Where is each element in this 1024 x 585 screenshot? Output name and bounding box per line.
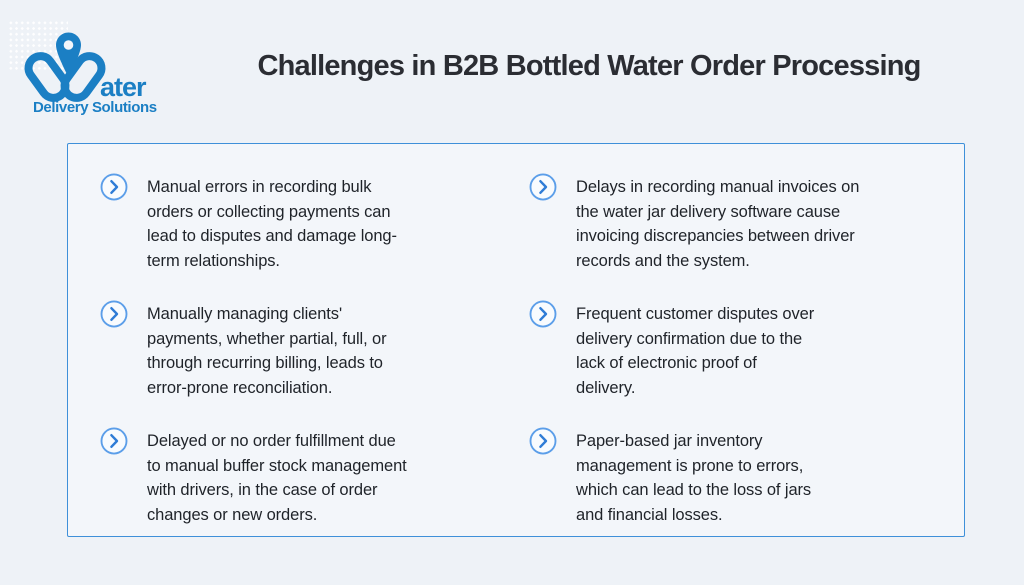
- challenge-text: Manually managing clients' payments, whe…: [147, 305, 387, 397]
- challenge-item: Manual errors in recording bulk orders o…: [100, 173, 529, 300]
- brand-suffix: ater: [100, 72, 147, 102]
- challenge-item: Paper-based jar inventory management is …: [529, 427, 950, 554]
- challenge-text: Frequent customer disputes over delivery…: [576, 305, 815, 397]
- challenge-text: Paper-based jar inventory management is …: [576, 432, 812, 524]
- chevron-right-circle-icon: [529, 300, 557, 328]
- logo-tagline: Delivery Solutions: [33, 99, 157, 116]
- challenge-item: Delays in recording manual invoices on t…: [529, 173, 950, 300]
- challenge-text: Delayed or no order fulfillment due to m…: [147, 432, 407, 524]
- challenges-panel: Manual errors in recording bulk orders o…: [67, 143, 965, 537]
- challenge-item: Frequent customer disputes over delivery…: [529, 300, 950, 427]
- chevron-right-circle-icon: [100, 427, 128, 455]
- location-pin-icon: [56, 32, 81, 77]
- water-delivery-solutions-logo: ater Delivery Solutions: [0, 0, 175, 125]
- chevron-right-circle-icon: [100, 300, 128, 328]
- challenge-item: Delayed or no order fulfillment due to m…: [100, 427, 529, 554]
- chevron-right-circle-icon: [529, 427, 557, 455]
- challenge-text: Delays in recording manual invoices on t…: [576, 178, 860, 270]
- page-title: Challenges in B2B Bottled Water Order Pr…: [257, 50, 921, 82]
- chevron-right-circle-icon: [100, 173, 128, 201]
- w-mark: [24, 52, 106, 102]
- chevron-right-circle-icon: [529, 173, 557, 201]
- challenge-item: Manually managing clients' payments, whe…: [100, 300, 529, 427]
- challenge-text: Manual errors in recording bulk orders o…: [147, 178, 397, 270]
- logo-graphic: ater Delivery Solutions: [24, 32, 157, 116]
